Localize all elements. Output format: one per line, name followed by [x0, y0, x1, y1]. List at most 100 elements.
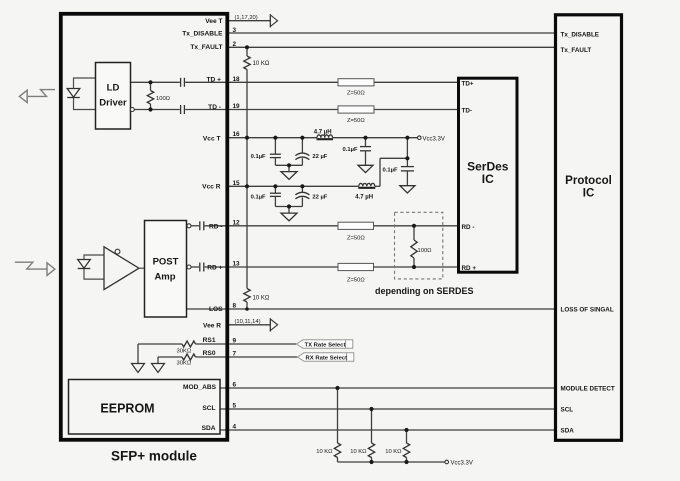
- label-inductor-vccr: 4.7 µH: [355, 194, 373, 200]
- protocol-pin-labels: Tx_DISABLE Tx_FAULT LOSS OF SINGAL MODUL…: [561, 31, 615, 434]
- pin-name-veer: Vee R: [203, 323, 221, 330]
- tline-tdm: [337, 105, 375, 114]
- label-tline-rdm: Z=50Ω: [347, 235, 365, 241]
- ground-vcc-branch: [398, 185, 417, 194]
- serdes-ic-box: [457, 76, 519, 274]
- protocol-pin-txdisable: Tx_DISABLE: [561, 31, 600, 38]
- ld-driver-box: [94, 61, 132, 130]
- capacitor-vcct-22u: [295, 137, 310, 166]
- pin-name-rs1: RS1: [203, 337, 216, 344]
- veet-pennant-icon: [269, 13, 279, 28]
- pin-num-vcct: 16: [233, 131, 241, 138]
- rx-rate-select-label: RX Rate Select: [306, 356, 348, 362]
- veer-pennant-icon: [269, 317, 279, 332]
- coupling-capacitors: [179, 77, 205, 272]
- resistor-serdes-termination: [409, 239, 419, 259]
- capacitor-vccr-100n: [269, 186, 281, 207]
- inductor-vcct: [316, 134, 334, 141]
- pin-num-txdisable: 3: [233, 27, 237, 34]
- post-amp-label-line1: POST: [153, 257, 179, 268]
- optical-rx-arrow-icon: [14, 261, 57, 277]
- label-sda-pullup: 10 KΩ: [385, 449, 402, 455]
- laser-diode: [65, 77, 96, 111]
- pin-name-rdm: RD -: [209, 223, 223, 230]
- pin-name-tdp: TD +: [207, 77, 222, 84]
- ld-driver-label-line2: Driver: [99, 98, 127, 109]
- label-cap-vcc-branch: 0.1µF: [383, 167, 398, 173]
- label-los-pullup: 10 KΩ: [253, 296, 270, 302]
- pin-num-veer: (10,11,14): [235, 319, 261, 325]
- vcc-bottom-label: Vcc3.3V: [451, 461, 473, 467]
- serdes-pin-labels: TD+ TD- RD - RD +: [462, 80, 477, 272]
- pin-num-modabs: 6: [233, 382, 237, 389]
- capacitor-tdp-coupling: [179, 77, 186, 87]
- resistor-los-pullup: [242, 287, 252, 303]
- inductor-vccr: [358, 182, 376, 189]
- post-amp-input-stage: [103, 245, 145, 291]
- label-ld-termination: 100Ω: [156, 96, 171, 102]
- module-pin-numbers: (1,17,20) 3 2 18 19 16 15 12 13 8 (10,11…: [233, 15, 261, 431]
- serdes-ic-label-line2: IC: [482, 172, 494, 186]
- ground-vccr: [279, 206, 299, 222]
- photodiode: [76, 254, 104, 280]
- pin-name-scl: SCL: [202, 405, 215, 412]
- serdes-pin-rdm: RD -: [462, 224, 475, 231]
- sfp-module-label: SFP+ module: [111, 449, 197, 464]
- capacitor-vccr-22u: [295, 186, 310, 207]
- label-cap-vccr-22u: 22 µF: [312, 195, 327, 201]
- capacitor-vcct-post-100n: [356, 137, 375, 174]
- serdes-pin-tdm: TD-: [462, 108, 473, 115]
- ground-rs0-icon: [150, 362, 166, 374]
- label-txfault-pullup: 10 KΩ: [253, 61, 270, 67]
- resistor-rs1-pulldown: [181, 339, 197, 349]
- label-cap-vcct-22u: 22 µF: [312, 154, 327, 160]
- tx-rate-select-label: TX Rate Select: [305, 343, 346, 349]
- pin-name-txdisable: Tx_DISABLE: [182, 31, 223, 38]
- protocol-pin-sda: SDA: [561, 427, 575, 434]
- capacitor-rdp-coupling: [199, 262, 205, 272]
- pin-num-vccr: 15: [233, 180, 241, 187]
- transmission-lines: [337, 78, 375, 272]
- amp-bias-bubble: [114, 248, 121, 255]
- protocol-pin-scl: SCL: [561, 406, 574, 413]
- post-amp-rdm-bubble: [186, 223, 192, 229]
- ld-driver-label-line1: LD: [107, 83, 120, 94]
- label-scl-pullup: 10 KΩ: [350, 449, 367, 455]
- label-cap-vccr-100n: 0.1µF: [251, 195, 266, 201]
- tline-rdp: [337, 262, 374, 272]
- protocol-pin-moduledetect: MODULE DETECT: [561, 386, 615, 393]
- label-tline-rdp: Z=50Ω: [347, 277, 365, 283]
- vcc-terminal-top: Vcc3.3V: [416, 135, 445, 142]
- pin-num-veet: (1,17,20): [235, 15, 258, 21]
- sfp-module-box: [58, 11, 230, 442]
- ground-vcct-post: [356, 164, 375, 174]
- protocol-ic-label-line1: Protocol: [565, 175, 612, 187]
- pin-num-txfault: 2: [233, 41, 237, 48]
- eeprom-label: EEPROM: [100, 402, 154, 416]
- pin-num-los: 8: [233, 303, 237, 310]
- pin-name-modabs: MOD_ABS: [183, 384, 217, 391]
- pin-name-los: LOS: [209, 306, 223, 313]
- pin-name-sda: SDA: [202, 425, 216, 432]
- ground-rs1-icon: [130, 362, 146, 374]
- label-rs1-pulldown: 30KΩ: [177, 348, 192, 354]
- pin-num-rs1: 9: [233, 338, 237, 345]
- eeprom-box: [67, 378, 221, 435]
- capacitor-tdm-coupling: [179, 105, 186, 114]
- protocol-ic-box: [553, 13, 624, 442]
- module-pin-names: Vee T Tx_DISABLE Tx_FAULT TD + TD - Vcc …: [182, 18, 223, 432]
- resistor-rs0-pulldown: [181, 352, 197, 362]
- label-serdes-termination: 100Ω: [418, 248, 433, 254]
- label-tline-tdm: Z=50Ω: [347, 118, 365, 124]
- label-cap-vcct-100n: 0.1µF: [251, 154, 266, 160]
- pin-num-rs0: 7: [233, 351, 237, 358]
- rx-rate-select-tag: RX Rate Select: [296, 352, 355, 362]
- label-inductor-vcct: 4.7 µH: [314, 129, 332, 135]
- resistors: [145, 55, 419, 459]
- serdes-pin-tdp: TD+: [462, 80, 474, 87]
- pin-name-vccr: Vcc R: [202, 184, 221, 191]
- post-amp-label-line2: Amp: [154, 272, 175, 283]
- resistor-modabs-pullup: [332, 442, 343, 459]
- signal-wires: [131, 20, 555, 463]
